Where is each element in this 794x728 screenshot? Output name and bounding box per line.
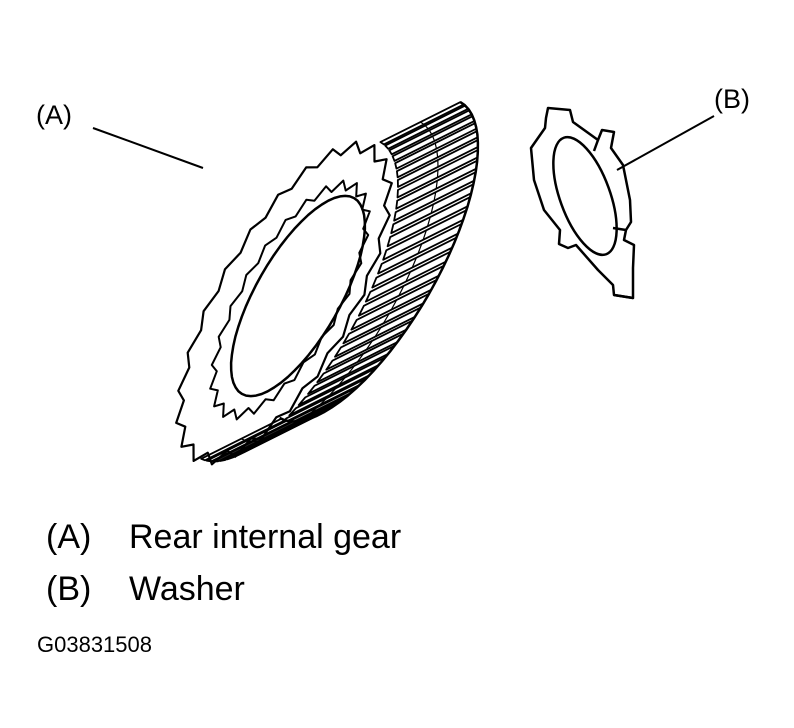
gear-spline-seam [433,192,437,201]
rear-internal-gear-drawing [175,101,480,466]
legend-label-a: Rear internal gear [129,518,402,556]
gear-spline-seam [436,151,439,158]
leader-line-a [92,127,204,169]
gear-spline-seam [430,204,434,214]
gear-spline-seam [347,365,355,375]
gear-spline-seam [328,387,337,396]
gear-spline-seam [432,135,436,142]
gear-spline-seam [424,125,429,130]
washer-thickness-edge [592,139,634,300]
gear-inner-bore [229,194,367,398]
gear-spline-seam [310,406,318,414]
gear-spline-seam [259,439,266,442]
gear-spline-seam [365,340,373,351]
gear-front-edge [279,101,480,423]
gear-spline-seam [411,257,417,268]
gear-spline-seam [434,142,438,149]
legend-label-b: Washer [129,570,245,608]
callout-a: (A) [36,100,72,130]
washer-inner-hole [552,135,618,257]
gear-spline-seam [420,121,425,125]
gear-spline-seam [428,130,433,135]
gear-internal-teeth [209,179,371,421]
gear-spline-seam [422,230,427,240]
legend-key-b: (B) [46,570,92,608]
legend-key-a: (A) [46,518,92,556]
callout-b: (B) [714,84,750,114]
legend-item-a: (A) Rear internal gear [46,520,401,554]
gear-spline-seam [356,353,365,363]
gear-toothed-rim [175,140,393,466]
figure-code: G03831508 [37,632,152,657]
gear-spline-seam [338,376,346,386]
gear-spline-seam [240,438,246,441]
washer-drawing [529,106,715,300]
gear-spline-seam [426,216,431,227]
gear-spline-seam [374,327,382,338]
gear-spline-seam [390,299,398,310]
gear-spline-seam [405,271,411,282]
gear-spline-seam [382,313,390,324]
gear-spline-seam [417,243,423,254]
gear-spline-seam [398,285,405,296]
gear-spline-seam [319,397,327,406]
leader-line-b [616,115,715,171]
legend-item-b: (B) Washer [46,572,245,606]
gear-spline-seam [435,180,438,189]
